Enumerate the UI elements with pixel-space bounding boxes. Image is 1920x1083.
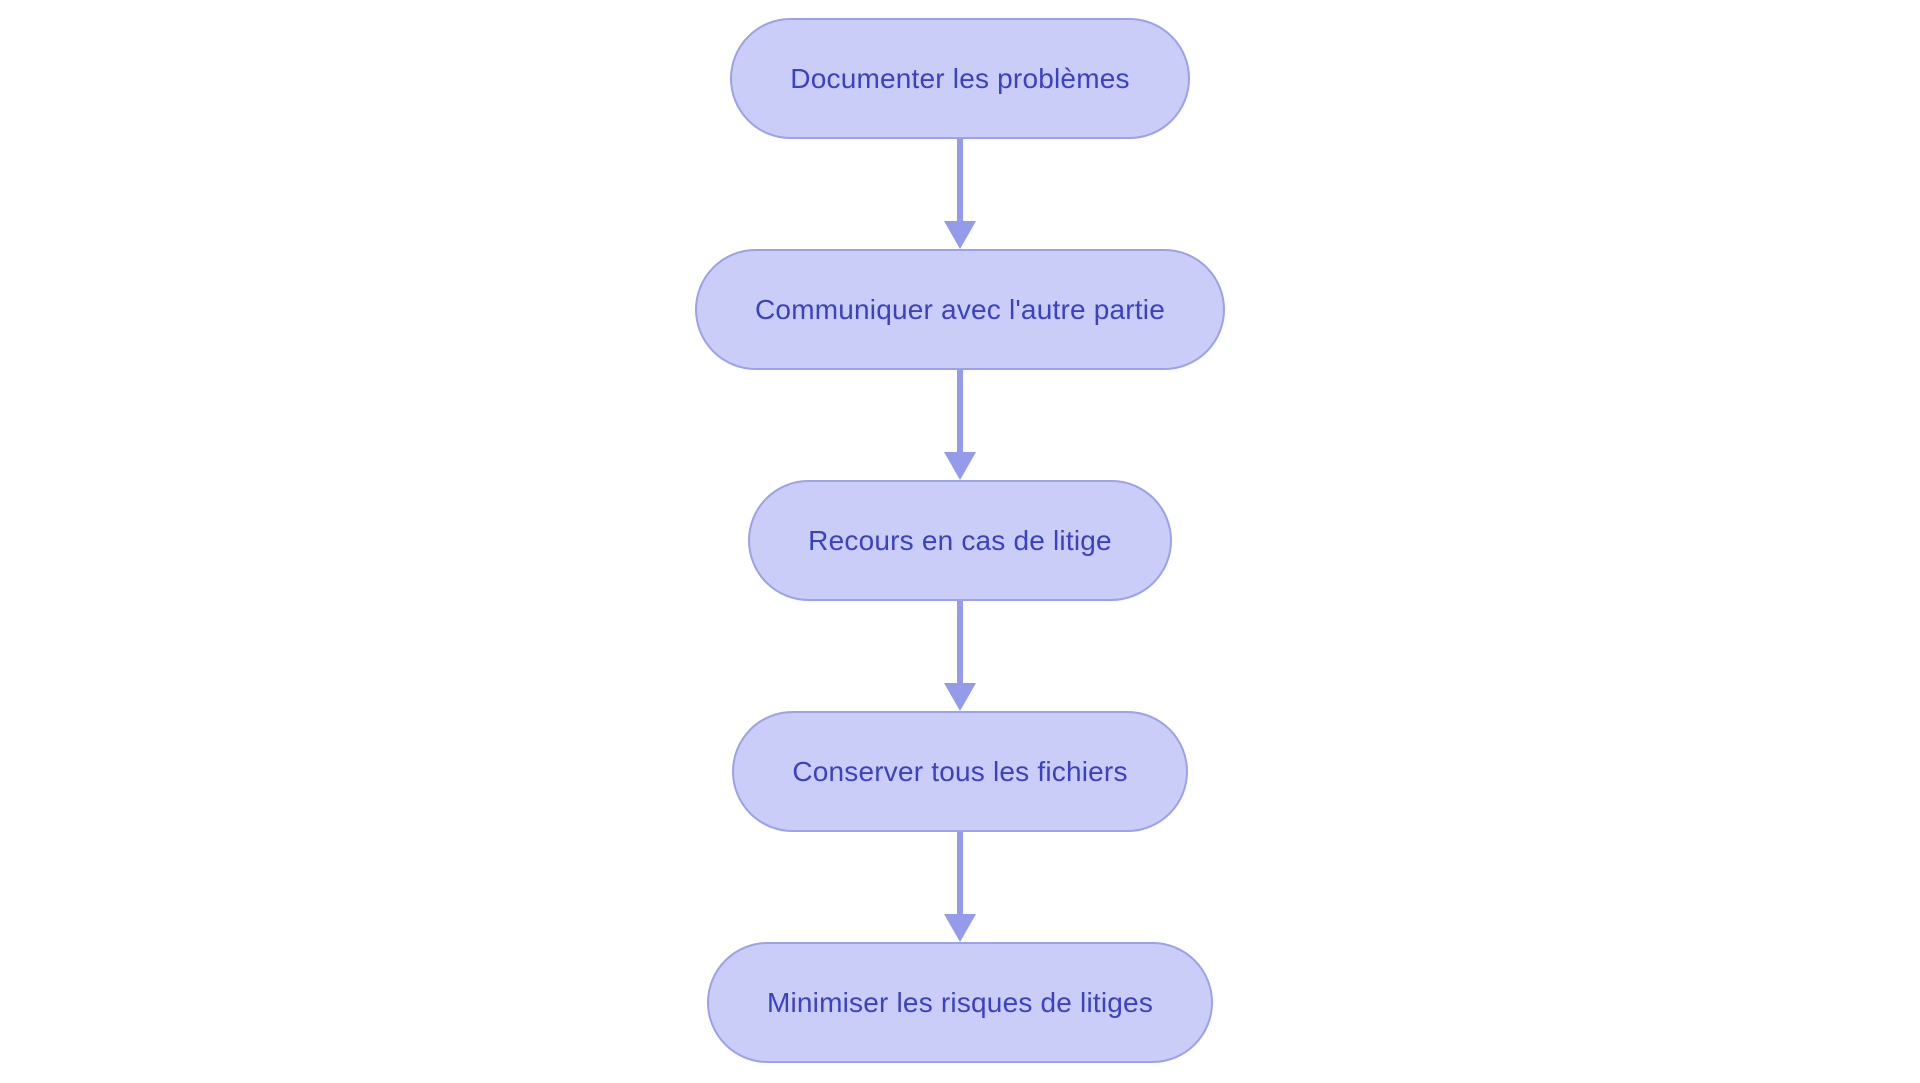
flow-node-3: Recours en cas de litige xyxy=(748,480,1172,601)
flow-node-4: Conserver tous les fichiers xyxy=(732,711,1188,832)
connector-line xyxy=(957,370,963,452)
flow-node-label: Communiquer avec l'autre partie xyxy=(755,293,1165,325)
flow-node-5: Minimiser les risques de litiges xyxy=(706,942,1214,1063)
flow-connector-3 xyxy=(944,601,976,711)
connector-line xyxy=(957,832,963,914)
connector-line xyxy=(957,139,963,221)
flow-node-label: Recours en cas de litige xyxy=(808,524,1112,556)
arrow-down-icon xyxy=(944,683,976,711)
connector-line xyxy=(957,601,963,683)
arrow-down-icon xyxy=(944,452,976,480)
flow-node-2: Communiquer avec l'autre partie xyxy=(695,249,1225,370)
arrow-down-icon xyxy=(944,914,976,942)
flow-connector-2 xyxy=(944,370,976,480)
flow-node-label: Conserver tous les fichiers xyxy=(792,755,1128,787)
flow-node-label: Documenter les problèmes xyxy=(790,62,1130,94)
flow-node-label: Minimiser les risques de litiges xyxy=(766,986,1154,1018)
flow-connector-4 xyxy=(944,832,976,942)
flow-connector-1 xyxy=(944,139,976,249)
arrow-down-icon xyxy=(944,221,976,249)
flow-node-1: Documenter les problèmes xyxy=(730,18,1190,139)
